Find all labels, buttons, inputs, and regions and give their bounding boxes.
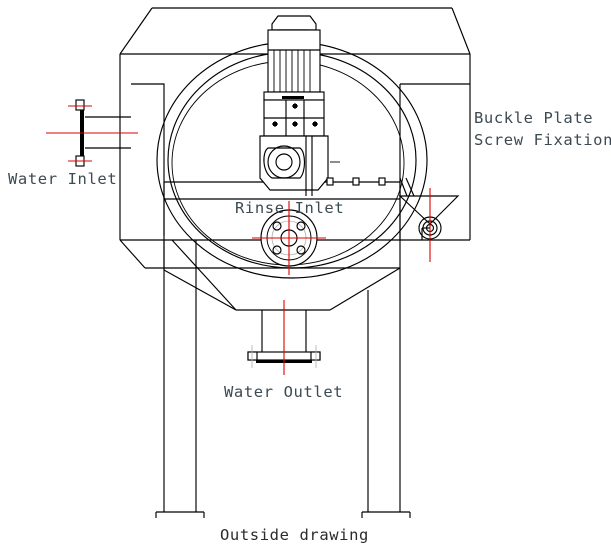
bearing-inner-ring bbox=[275, 153, 293, 171]
bearing-profile bbox=[263, 147, 306, 179]
gearbox-bolt-4-head bbox=[313, 122, 317, 126]
support-legs bbox=[155, 239, 411, 518]
water-outlet-flange bbox=[247, 300, 321, 375]
vessel-top-right-chamfer bbox=[451, 7, 471, 55]
outlet-flange-bolt-left bbox=[247, 351, 258, 361]
band-bolt-markers bbox=[326, 177, 386, 186]
buckle-bracket-triangle bbox=[398, 195, 460, 225]
band-bolt-3 bbox=[378, 177, 386, 186]
buckle-link-left bbox=[399, 177, 408, 197]
buckle-link-right bbox=[405, 177, 415, 197]
rinse-inlet-label: Rinse Inlet bbox=[235, 199, 344, 217]
gearbox-bolt-3-head bbox=[293, 122, 297, 126]
motor-housing bbox=[267, 29, 321, 93]
octagonal-vessel-body bbox=[119, 7, 471, 311]
motor-top-cap bbox=[271, 15, 317, 31]
inlet-flange-bolt-top bbox=[75, 99, 85, 111]
rinse-bolt-hole-3 bbox=[272, 245, 282, 255]
band-bolt-2 bbox=[352, 177, 360, 186]
buckle-plate-label-line2: Screw Fixation bbox=[474, 131, 611, 149]
bearing-housing bbox=[259, 135, 340, 196]
vessel-left-lower-chamfer bbox=[119, 239, 146, 269]
vessel-top-left-chamfer bbox=[119, 7, 153, 55]
rinse-bolt-hole-1 bbox=[272, 221, 282, 231]
drawing-caption: Outside drawing bbox=[220, 526, 369, 544]
hopper-right-slope bbox=[329, 267, 401, 311]
gear-reducer bbox=[263, 99, 325, 137]
leg-diagonal-brace bbox=[171, 239, 237, 311]
motor-base-key bbox=[282, 96, 304, 99]
hopper-left-slope bbox=[163, 269, 237, 311]
drive-motor bbox=[263, 15, 325, 101]
water-outlet-label: Water Outlet bbox=[224, 383, 343, 401]
gearbox-bolt-1-head bbox=[293, 104, 297, 108]
gearbox-bolt-2-head bbox=[273, 122, 277, 126]
bearing-block-body bbox=[259, 135, 329, 191]
vessel-left-inset-panel bbox=[131, 83, 165, 236]
buckle-plate-screw bbox=[398, 177, 460, 262]
gearbox-bolt-markers bbox=[272, 103, 318, 127]
buckle-plate-label-line1: Buckle Plate bbox=[474, 109, 593, 127]
rinse-inlet-flange bbox=[252, 201, 326, 275]
water-inlet-label: Water Inlet bbox=[8, 170, 117, 188]
rinse-bolt-hole-4 bbox=[296, 245, 306, 255]
band-bolt-1 bbox=[326, 177, 334, 186]
bearing-outer-ring bbox=[267, 145, 301, 179]
rinse-bolt-hole-2 bbox=[296, 221, 306, 231]
water-inlet-flange bbox=[46, 99, 165, 167]
outlet-flange-bolt-right bbox=[310, 351, 321, 361]
